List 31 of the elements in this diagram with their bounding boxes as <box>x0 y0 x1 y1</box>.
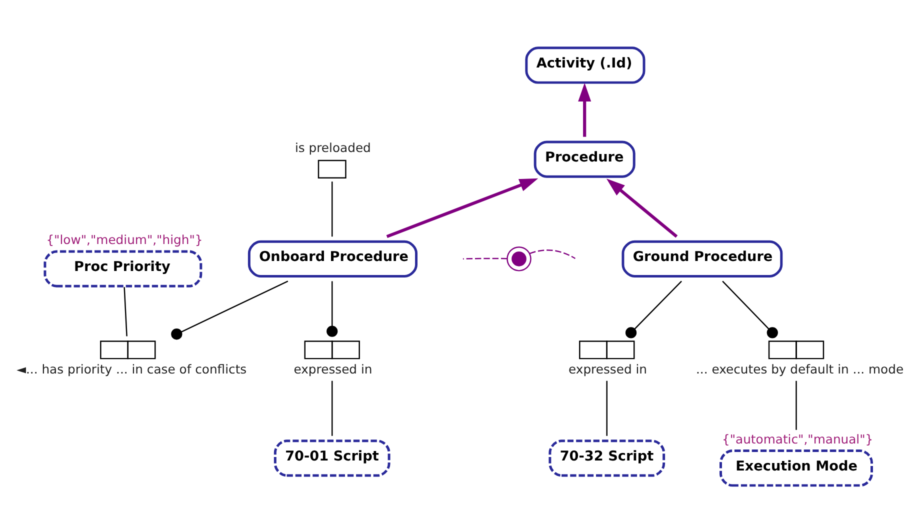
node-box: Ground Procedure <box>622 240 783 278</box>
node-box: Onboard Procedure <box>248 240 418 278</box>
node-circle <box>506 246 532 272</box>
node-label: expressed in <box>294 362 372 376</box>
connector <box>326 281 338 337</box>
node-label: {"automatic","manual"} <box>722 432 874 446</box>
node-box <box>318 160 346 178</box>
connector <box>625 280 682 338</box>
connector <box>332 182 333 237</box>
connector <box>171 280 288 340</box>
arrow <box>606 178 678 238</box>
node-box: Activity (.Id) <box>525 46 646 84</box>
node-box: Proc Priority <box>44 250 202 288</box>
arrow <box>578 82 592 137</box>
node-label: {"low","medium","high"} <box>46 233 203 248</box>
node-label: expressed in <box>568 362 647 376</box>
node-label: ... executes by default in ... mode <box>696 362 904 376</box>
node-box: Procedure <box>534 140 636 178</box>
connector <box>722 280 778 338</box>
node-box: 70-32 Script <box>548 440 666 477</box>
arrow <box>386 178 538 238</box>
connector <box>462 258 508 260</box>
node-label: ◄... has priority ... in case of conflicts <box>16 362 247 376</box>
connector <box>124 287 128 336</box>
connector <box>796 380 797 430</box>
node-box: Execution Mode <box>720 450 873 487</box>
connector <box>529 250 576 260</box>
node-box: 70-01 Script <box>274 440 390 477</box>
node-label: is preloaded <box>294 140 371 155</box>
connector <box>606 380 608 436</box>
connector <box>332 380 333 436</box>
